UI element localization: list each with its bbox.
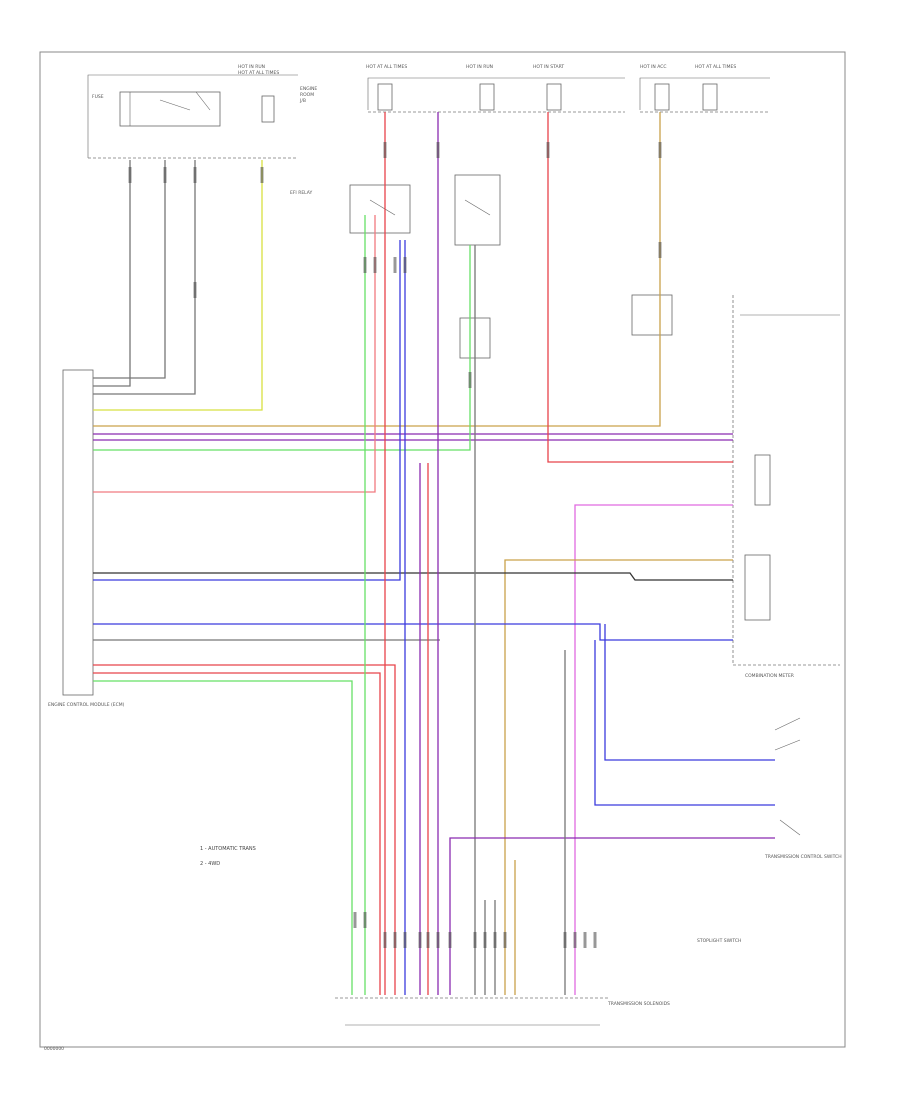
legend-item-1: 1 - AUTOMATIC TRANS bbox=[200, 846, 256, 852]
connector-mark bbox=[260, 167, 264, 183]
connector-mark bbox=[193, 282, 197, 298]
wire-yellow bbox=[93, 160, 263, 411]
label-hot-in-run-left: HOT IN RUN bbox=[238, 64, 265, 70]
relay-right bbox=[631, 294, 673, 336]
connector-mark bbox=[363, 912, 367, 928]
connector-mark bbox=[583, 932, 587, 948]
connector-mark bbox=[436, 932, 440, 948]
label-hot-at-all-times-right: HOT AT ALL TIMES bbox=[695, 64, 736, 70]
trans-control-switch: TRANSMISSION CONTROL SWITCH bbox=[764, 717, 842, 860]
wire-tan bbox=[504, 559, 733, 995]
label-hot-at-all-times-left: HOT AT ALL TIMES bbox=[238, 70, 279, 76]
connector-mark bbox=[473, 932, 477, 948]
diagram-frame bbox=[39, 51, 846, 1048]
trans-solenoids-label: TRANSMISSION SOLENOIDS bbox=[607, 1001, 670, 1007]
connector-mark bbox=[563, 932, 567, 948]
label-hot-at-all-times-mid: HOT AT ALL TIMES bbox=[366, 64, 407, 70]
wire-red bbox=[93, 672, 381, 995]
svg-text:ENGINE: ENGINE bbox=[300, 86, 317, 92]
connector-mark bbox=[493, 932, 497, 948]
connector-mark bbox=[483, 932, 487, 948]
wire-blue bbox=[93, 623, 733, 641]
connector-mark bbox=[418, 932, 422, 948]
connector-mark bbox=[128, 167, 132, 183]
connector-mark bbox=[353, 912, 357, 928]
connector-mark bbox=[426, 932, 430, 948]
svg-text:FUSE: FUSE bbox=[92, 94, 104, 100]
wire-gray bbox=[93, 160, 196, 395]
wire-green bbox=[93, 245, 471, 451]
stoplight-switch: STOPLIGHT SWITCH bbox=[697, 938, 741, 944]
label-hot-in-acc: HOT IN ACC bbox=[640, 64, 667, 70]
top-left-fuse-block: HOT IN RUN HOT AT ALL TIMES FUSE ENGINE … bbox=[87, 64, 317, 159]
wire-blue bbox=[604, 624, 775, 761]
connector-mark bbox=[436, 142, 440, 158]
connectors-layer bbox=[128, 142, 662, 948]
legend: 1 - AUTOMATIC TRANS 2 - 4WD bbox=[200, 846, 256, 867]
wire-blue bbox=[93, 240, 401, 581]
svg-text:ROOM: ROOM bbox=[300, 92, 314, 98]
connector-mark bbox=[383, 932, 387, 948]
connector-mark bbox=[658, 242, 662, 258]
wire-gray bbox=[93, 160, 131, 387]
legend-item-2: 2 - 4WD bbox=[200, 861, 220, 867]
wire-dark bbox=[93, 572, 733, 581]
top-mid-fuse-block: HOT AT ALL TIMES HOT IN RUN HOT IN START bbox=[366, 64, 625, 113]
connector-mark bbox=[163, 167, 167, 183]
wire-tan bbox=[93, 112, 661, 427]
wire-red bbox=[547, 112, 733, 463]
wires-layer bbox=[93, 112, 775, 995]
wire-blue bbox=[594, 640, 775, 806]
relay-mid bbox=[454, 174, 501, 246]
relay-left: EFI RELAY bbox=[290, 184, 411, 234]
frame-code: 0000000 bbox=[44, 1046, 64, 1052]
connector-mark bbox=[393, 932, 397, 948]
wire-pink bbox=[93, 215, 376, 493]
connector-mark bbox=[383, 142, 387, 158]
stoplight-switch-label: STOPLIGHT SWITCH bbox=[697, 938, 741, 944]
wire-red bbox=[93, 664, 396, 995]
svg-text:EFI RELAY: EFI RELAY bbox=[290, 190, 312, 196]
connector-mark bbox=[403, 257, 407, 273]
connector-mark bbox=[193, 167, 197, 183]
wire-magenta bbox=[574, 504, 733, 995]
wire-green bbox=[93, 680, 353, 995]
connector-mark bbox=[448, 932, 452, 948]
combination-meter-label: COMBINATION METER bbox=[745, 673, 794, 679]
combination-meter-box: COMBINATION METER bbox=[732, 295, 840, 679]
connector-mark bbox=[503, 932, 507, 948]
connector-mark bbox=[403, 932, 407, 948]
label-hot-in-start: HOT IN START bbox=[533, 64, 564, 70]
wire-gray bbox=[93, 160, 166, 379]
connector-mark bbox=[593, 932, 597, 948]
label-hot-in-run-mid: HOT IN RUN bbox=[466, 64, 493, 70]
connector-mark bbox=[373, 257, 377, 273]
connector-mark bbox=[573, 932, 577, 948]
svg-text:J/B: J/B bbox=[299, 98, 306, 104]
ecm-label: ENGINE CONTROL MODULE (ECM) bbox=[48, 702, 125, 708]
connector-mark bbox=[393, 257, 397, 273]
top-right-fuse-block: HOT IN ACC HOT AT ALL TIMES bbox=[639, 64, 770, 113]
trans-control-switch-label: TRANSMISSION CONTROL SWITCH bbox=[764, 854, 842, 860]
connector-mark bbox=[546, 142, 550, 158]
connector-mark bbox=[363, 257, 367, 273]
wire-purple bbox=[449, 837, 775, 995]
bottom-connector-block: TRANSMISSION SOLENOIDS bbox=[335, 997, 670, 1026]
connector-mark bbox=[468, 372, 472, 388]
connector-mark bbox=[658, 142, 662, 158]
ecm-box: ENGINE CONTROL MODULE (ECM) bbox=[48, 369, 125, 708]
